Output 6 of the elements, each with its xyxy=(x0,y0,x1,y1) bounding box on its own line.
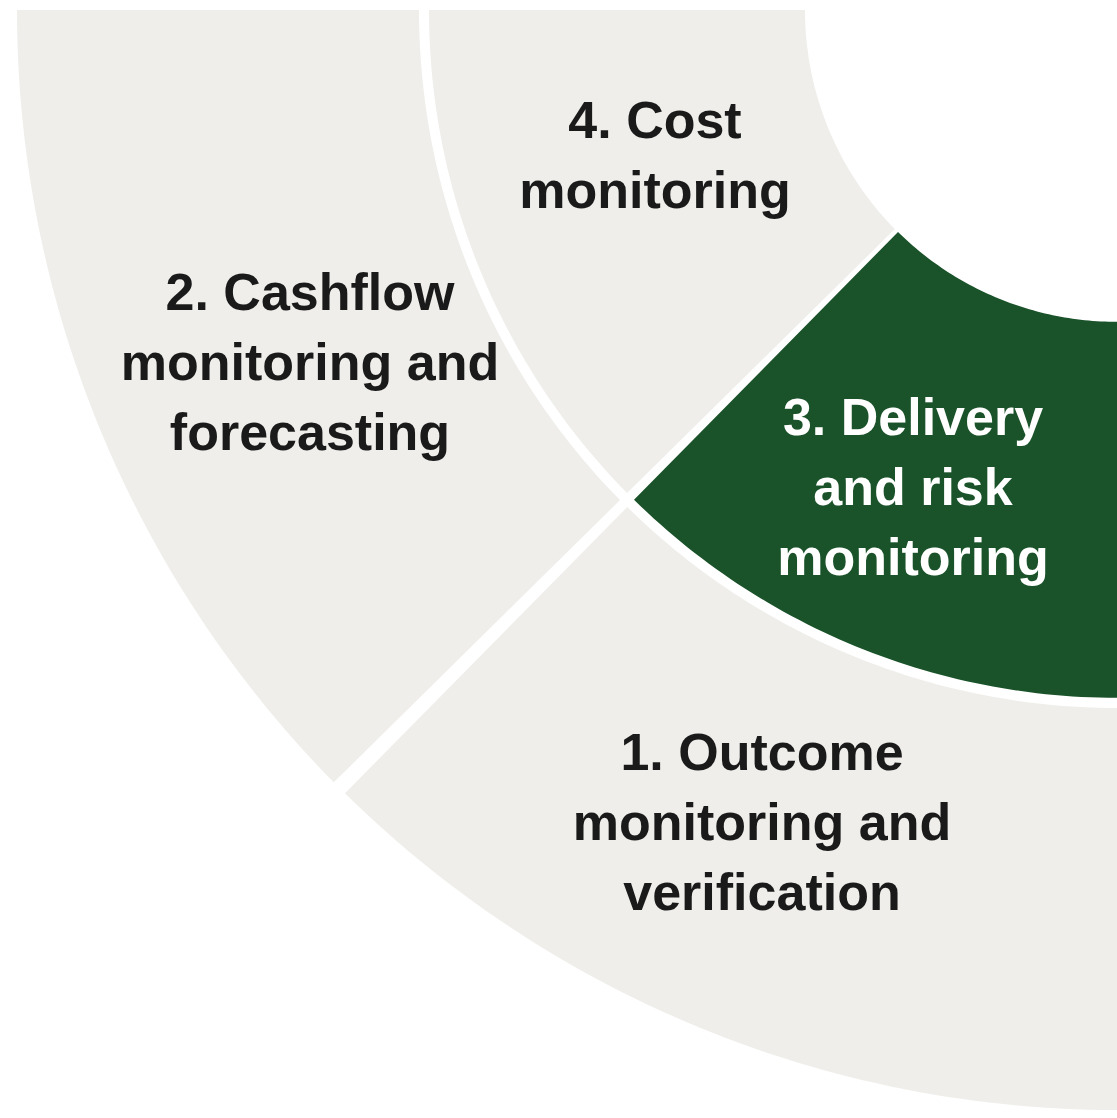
segment-label: 2. Cashflow monitoring and forecasting xyxy=(119,262,501,463)
segment-label: 4. Cost monitoring xyxy=(518,90,792,221)
ring-segment xyxy=(633,232,1117,698)
segment-label: 1. Outcome monitoring and verification xyxy=(571,722,953,923)
ring-segment xyxy=(344,507,1117,1110)
segment-label: 3. Delivery and risk monitoring xyxy=(776,387,1050,588)
